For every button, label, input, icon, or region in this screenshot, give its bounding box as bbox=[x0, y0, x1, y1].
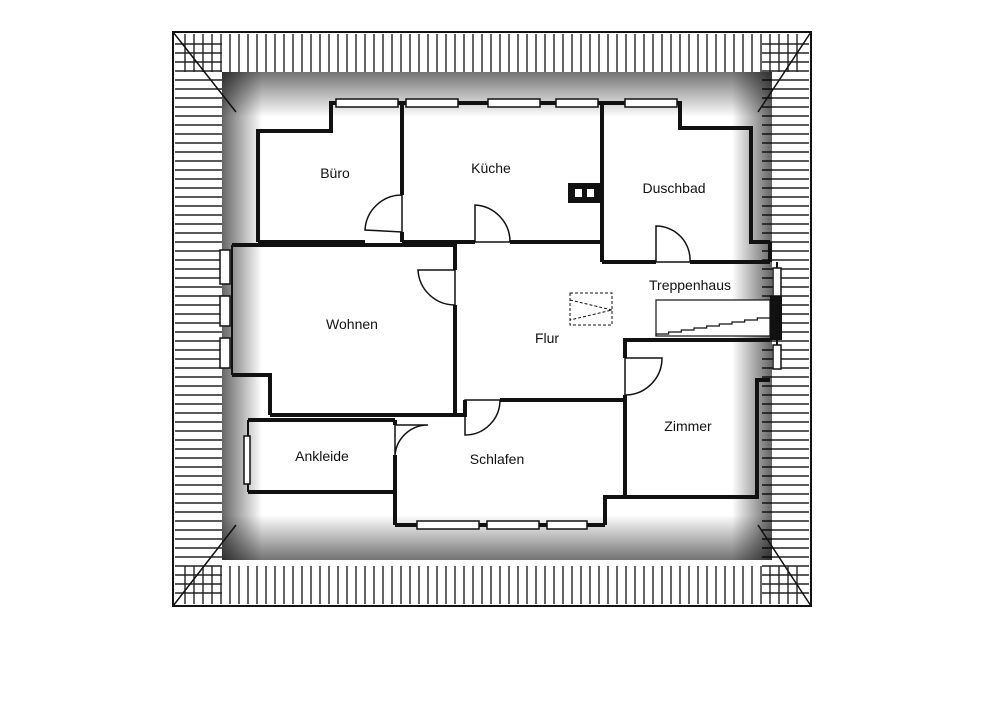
label-zimmer: Zimmer bbox=[664, 418, 712, 434]
label-schlafen: Schlafen bbox=[470, 451, 524, 467]
chimney-flue-1 bbox=[575, 189, 582, 197]
staircase bbox=[655, 296, 782, 340]
label-treppenhaus: Treppenhaus bbox=[649, 277, 731, 293]
wall-wohnen-north bbox=[232, 243, 457, 270]
chimney-flue-2 bbox=[587, 189, 594, 197]
label-buero: Büro bbox=[320, 165, 350, 181]
label-ankleide: Ankleide bbox=[295, 448, 349, 464]
stairs-landing-wall bbox=[770, 296, 782, 340]
stairs-outline bbox=[655, 299, 771, 337]
label-flur: Flur bbox=[535, 330, 559, 346]
hip-line-bottom-left bbox=[172, 524, 237, 607]
chimney-block bbox=[568, 183, 600, 203]
attic-hatch-arrow bbox=[569, 299, 613, 321]
window-schlafen-2 bbox=[486, 520, 540, 530]
wall-zimmer-north bbox=[623, 338, 770, 358]
window-kueche-3 bbox=[555, 98, 599, 108]
stairs-steps bbox=[655, 317, 770, 336]
wall-schlafen-southeast bbox=[603, 495, 625, 525]
room-labels: Büro Küche Duschbad Treppenhaus Wohnen F… bbox=[295, 160, 731, 467]
window-wohnen-2 bbox=[219, 295, 231, 327]
hip-line-top-left bbox=[172, 31, 237, 113]
hip-line-bottom-right bbox=[757, 524, 812, 607]
roof-shadow-top bbox=[222, 72, 772, 117]
roof-outline bbox=[172, 31, 812, 607]
window-kueche-1 bbox=[405, 98, 459, 108]
door-wohnen bbox=[417, 269, 456, 306]
window-treppenhaus-1 bbox=[772, 267, 782, 297]
door-kueche bbox=[474, 204, 511, 243]
door-ankleide bbox=[394, 424, 429, 456]
wall-wohnen-niche bbox=[232, 373, 272, 415]
label-kueche: Küche bbox=[471, 160, 511, 176]
window-wohnen-1 bbox=[219, 249, 231, 285]
window-ankleide bbox=[243, 435, 251, 485]
windows bbox=[219, 98, 782, 530]
attic-hatch-frame bbox=[569, 292, 613, 326]
label-duschbad: Duschbad bbox=[642, 180, 705, 196]
window-schlafen-3 bbox=[546, 520, 588, 530]
door-duschbad bbox=[655, 225, 691, 263]
window-duschbad bbox=[624, 98, 678, 108]
doors bbox=[364, 194, 691, 456]
chimney bbox=[568, 183, 600, 203]
hip-line-top-right bbox=[757, 31, 812, 113]
door-zimmer bbox=[624, 357, 663, 396]
door-buero bbox=[364, 194, 403, 233]
window-buero bbox=[335, 98, 399, 108]
window-wohnen-3 bbox=[219, 337, 231, 369]
label-wohnen: Wohnen bbox=[326, 316, 378, 332]
window-schlafen-1 bbox=[416, 520, 480, 530]
window-treppenhaus-2 bbox=[772, 344, 782, 370]
door-schlafen bbox=[464, 399, 501, 436]
wall-zimmer-outer bbox=[625, 378, 770, 499]
attic-hatch bbox=[569, 292, 613, 326]
window-kueche-2 bbox=[487, 98, 541, 108]
